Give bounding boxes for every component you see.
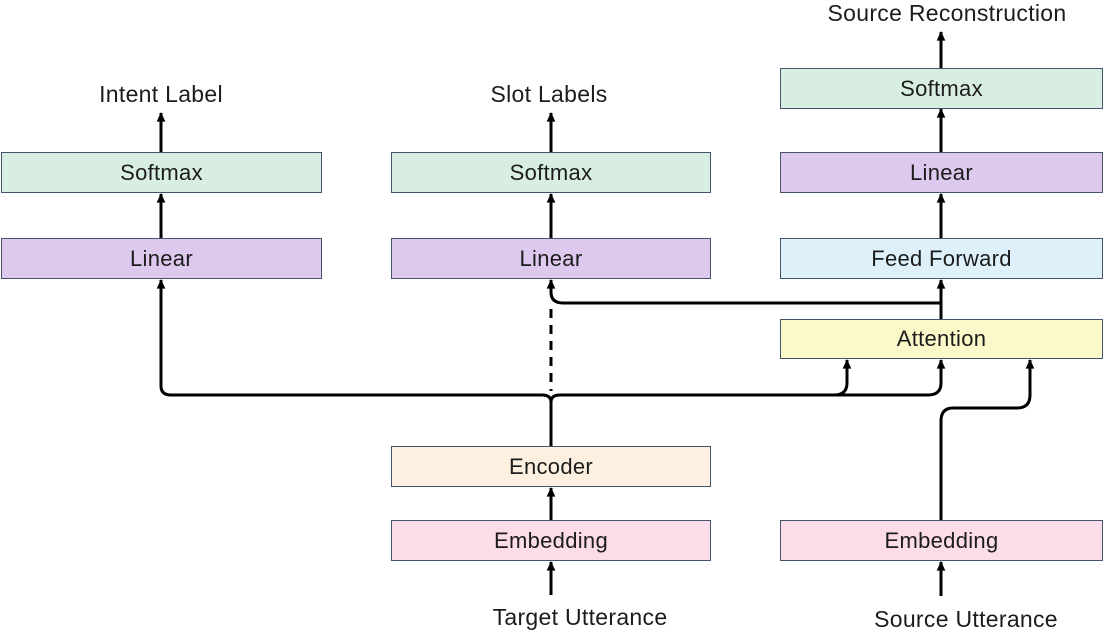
node-target-embedding: Embedding xyxy=(391,520,711,561)
slot-labels-text: Slot Labels xyxy=(490,81,608,107)
edge-encoder-to-attention-center xyxy=(549,359,946,403)
edge-encoder-to-attention-left xyxy=(833,359,852,397)
node-slot-linear: Linear xyxy=(391,238,711,279)
node-source-linear: Linear xyxy=(780,152,1103,193)
source-reconstruction-text: Source Reconstruction xyxy=(827,0,1067,26)
edge-source-embedding-to-attention xyxy=(939,359,1035,520)
node-slot-softmax: Softmax xyxy=(391,152,711,193)
intent-label-text: Intent Label xyxy=(99,81,223,107)
node-source-embedding: Embedding xyxy=(780,520,1103,561)
node-attention: Attention xyxy=(780,319,1103,359)
node-encoder: Encoder xyxy=(391,446,711,487)
source-utterance-text: Source Utterance xyxy=(874,606,1058,632)
node-feed-forward: Feed Forward xyxy=(780,238,1103,279)
node-source-softmax: Softmax xyxy=(780,68,1103,109)
edge-attention-to-slot-linear xyxy=(546,279,941,305)
edge-encoder-to-intent-linear xyxy=(156,279,553,446)
target-utterance-text: Target Utterance xyxy=(492,604,668,630)
node-intent-softmax: Softmax xyxy=(1,152,322,193)
node-intent-linear: Linear xyxy=(1,238,322,279)
